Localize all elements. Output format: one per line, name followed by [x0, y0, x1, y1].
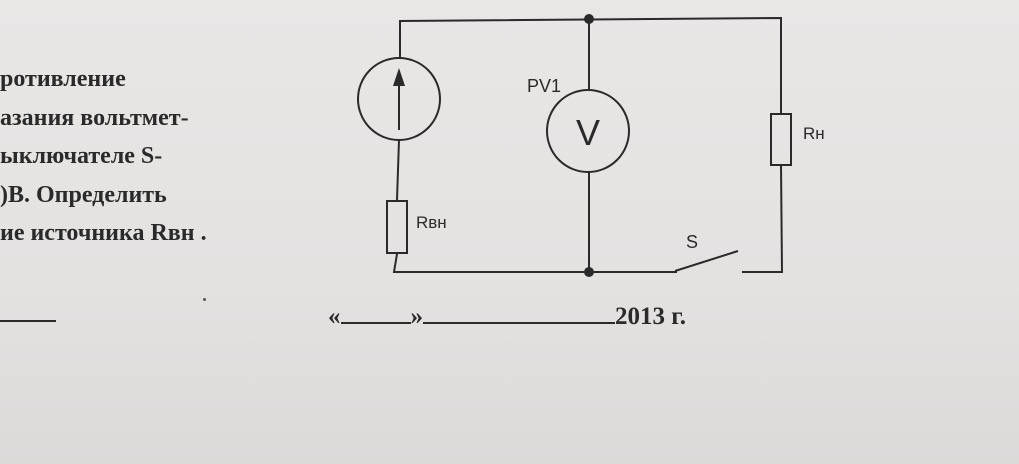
problem-text-line-2: азания вольтмет- — [0, 104, 189, 131]
voltmeter-label: PV1 — [527, 76, 561, 96]
signature-line — [0, 320, 56, 322]
junction-bottom — [584, 267, 594, 277]
internal-resistor — [386, 200, 408, 254]
voltmeter-symbol: V — [576, 112, 600, 153]
date-close-quote: » — [410, 303, 424, 330]
date-open-quote: « — [328, 303, 341, 330]
up-arrow-icon — [393, 68, 405, 86]
bottom-wire — [392, 252, 677, 273]
problem-text-line-5: ие источника Rвн . — [0, 220, 207, 246]
year-label: 2013 г. — [615, 303, 687, 330]
junction-top — [584, 14, 594, 24]
problem-text-line-4: )В. Определить — [0, 181, 167, 208]
day-blank — [340, 300, 411, 324]
problem-text-line-1: ротивление — [0, 66, 126, 92]
top-wire — [399, 16, 782, 115]
voltmeter-circle — [546, 89, 630, 173]
date-line: « » 2013 г. — [328, 300, 686, 331]
month-blank — [423, 300, 615, 324]
current-source — [357, 57, 441, 141]
switch-blade — [674, 250, 739, 272]
load-resistor — [770, 113, 792, 166]
switch-label: S — [686, 232, 698, 252]
right-wire — [742, 163, 784, 273]
load-resistor-label: Rн — [803, 124, 825, 143]
problem-text-line-3: ыключателе S- — [0, 143, 163, 169]
paper-speck — [203, 298, 206, 301]
problem-statement: ротивление азания вольтмет- ыключателе S… — [0, 60, 207, 253]
current-source-circle — [357, 57, 441, 141]
internal-resistor-label: Rвн — [416, 213, 447, 232]
left-wire — [395, 138, 401, 202]
